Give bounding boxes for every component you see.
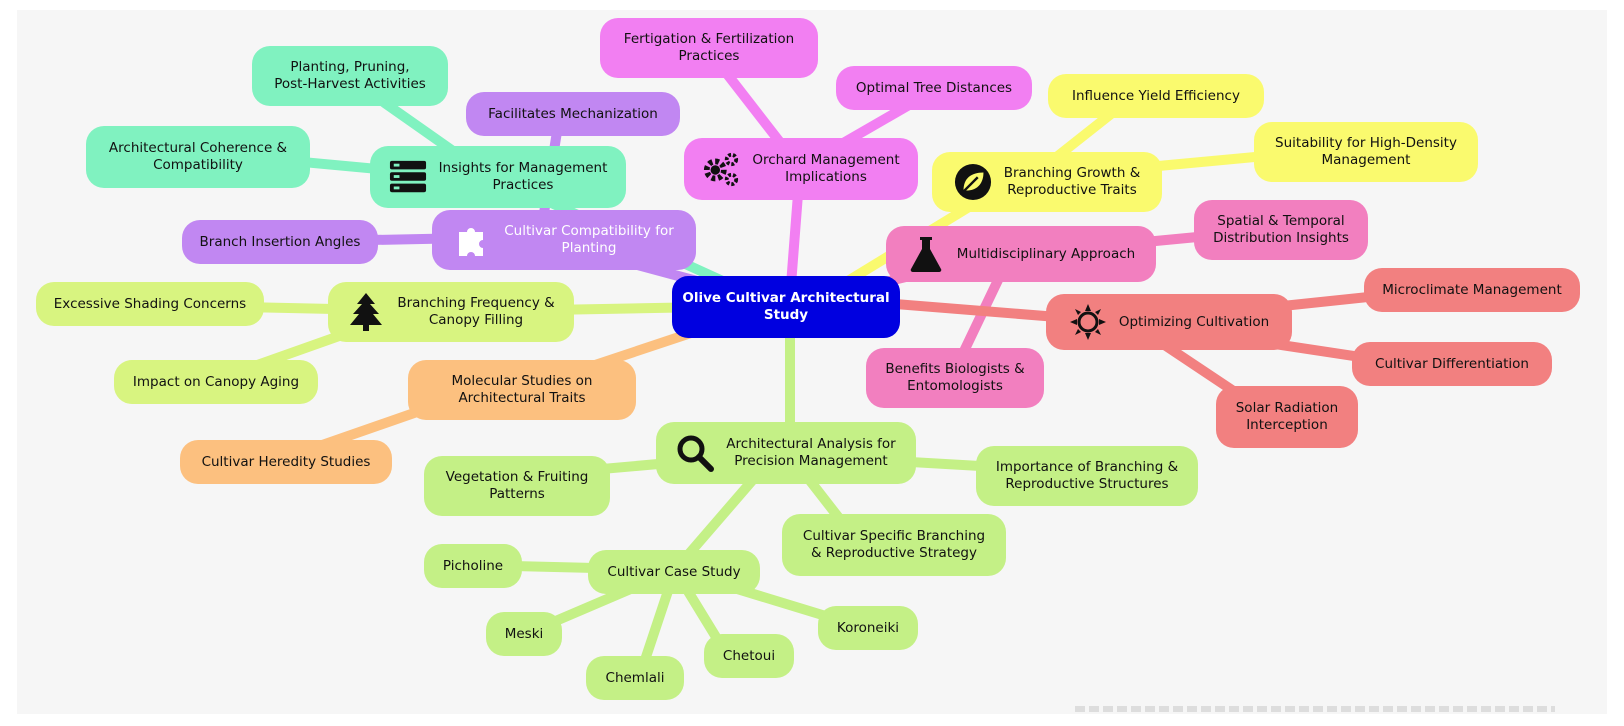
node-fertigation[interactable]: Fertigation & Fertilization Practices: [600, 18, 818, 78]
root-node[interactable]: Olive Cultivar Architectural Study: [672, 276, 900, 338]
node-label: Architectural Coherence & Compatibility: [108, 140, 288, 173]
node-label: Optimal Tree Distances: [855, 79, 1013, 96]
node-label: Branching Frequency & Canopy Filling: [397, 295, 555, 328]
node-label: Multidisciplinary Approach: [956, 245, 1136, 262]
node-chetoui[interactable]: Chetoui: [704, 634, 794, 678]
node-high-density[interactable]: Suitability for High-Density Management: [1254, 122, 1478, 182]
node-meski[interactable]: Meski: [486, 612, 562, 656]
node-label: Architectural Analysis for Precision Man…: [726, 436, 896, 469]
server-icon: [389, 158, 427, 196]
node-optimizing[interactable]: Optimizing Cultivation: [1046, 294, 1292, 350]
node-label: Branch Insertion Angles: [199, 233, 361, 250]
node-label: Koroneiki: [836, 619, 900, 636]
node-label: Insights for Management Practices: [438, 160, 608, 193]
node-label: Optimizing Cultivation: [1118, 313, 1270, 330]
node-vegetation[interactable]: Vegetation & Fruiting Patterns: [424, 456, 610, 516]
node-shading[interactable]: Excessive Shading Concerns: [36, 282, 264, 326]
node-koroneiki[interactable]: Koroneiki: [818, 606, 918, 650]
leaf-icon: [954, 163, 992, 201]
node-aging[interactable]: Impact on Canopy Aging: [114, 360, 318, 404]
node-analysis[interactable]: Architectural Analysis for Precision Man…: [656, 422, 916, 484]
node-specific[interactable]: Cultivar Specific Branching & Reproducti…: [782, 514, 1006, 576]
node-label: Spatial & Temporal Distribution Insights: [1213, 213, 1349, 246]
node-coherence[interactable]: Architectural Coherence & Compatibility: [86, 126, 310, 188]
node-label: Planting, Pruning, Post-Harvest Activiti…: [274, 59, 426, 92]
node-facilitates[interactable]: Facilitates Mechanization: [466, 92, 680, 136]
node-label: Orchard Management Implications: [752, 152, 900, 185]
gears-icon: [702, 150, 740, 188]
node-picholine[interactable]: Picholine: [424, 544, 522, 588]
node-label: Cultivar Specific Branching & Reproducti…: [802, 528, 986, 561]
node-label: Meski: [504, 625, 544, 642]
node-label: Cultivar Compatibility for Planting: [504, 223, 674, 256]
magnifier-icon: [676, 434, 715, 472]
node-label: Impact on Canopy Aging: [132, 373, 300, 390]
node-label: Suitability for High-Density Management: [1275, 135, 1457, 168]
node-spatial[interactable]: Spatial & Temporal Distribution Insights: [1194, 200, 1368, 260]
node-chemlali[interactable]: Chemlali: [586, 656, 684, 700]
node-importance[interactable]: Importance of Branching & Reproductive S…: [976, 446, 1198, 506]
node-label: Cultivar Differentiation: [1375, 355, 1529, 372]
node-biologists[interactable]: Benefits Biologists & Entomologists: [866, 348, 1044, 408]
node-label: Fertigation & Fertilization Practices: [623, 31, 795, 64]
node-label: Microclimate Management: [1382, 281, 1562, 298]
node-label: Chemlali: [605, 669, 665, 686]
node-heredity[interactable]: Cultivar Heredity Studies: [180, 440, 392, 484]
node-label: Molecular Studies on Architectural Trait…: [451, 373, 593, 406]
node-compat[interactable]: Cultivar Compatibility for Planting: [432, 210, 696, 270]
watermark: [1075, 706, 1555, 712]
node-case[interactable]: Cultivar Case Study: [588, 550, 760, 594]
node-label: Branching Growth & Reproductive Traits: [1003, 165, 1141, 198]
node-label: Cultivar Case Study: [607, 563, 741, 580]
node-label: Influence Yield Efficiency: [1072, 87, 1240, 104]
node-label: Facilitates Mechanization: [488, 105, 658, 122]
node-label: Picholine: [442, 557, 504, 574]
node-planting[interactable]: Planting, Pruning, Post-Harvest Activiti…: [252, 46, 448, 106]
node-label: Cultivar Heredity Studies: [201, 453, 371, 470]
node-molecular[interactable]: Molecular Studies on Architectural Trait…: [408, 360, 636, 420]
node-yield[interactable]: Influence Yield Efficiency: [1048, 74, 1264, 118]
node-label: Importance of Branching & Reproductive S…: [995, 459, 1179, 492]
flask-icon: [907, 235, 945, 273]
node-tree-distances[interactable]: Optimal Tree Distances: [836, 66, 1032, 110]
node-label: Excessive Shading Concerns: [53, 295, 247, 312]
node-microclimate[interactable]: Microclimate Management: [1364, 268, 1580, 312]
node-cultivar-diff[interactable]: Cultivar Differentiation: [1352, 342, 1552, 386]
puzzle-icon: [454, 221, 492, 259]
root-label: Olive Cultivar Architectural Study: [682, 290, 890, 323]
node-label: Solar Radiation Interception: [1235, 400, 1339, 433]
node-branch-angles[interactable]: Branch Insertion Angles: [182, 220, 378, 264]
node-branching-growth[interactable]: Branching Growth & Reproductive Traits: [932, 152, 1162, 212]
node-freq[interactable]: Branching Frequency & Canopy Filling: [328, 282, 574, 342]
node-insights[interactable]: Insights for Management Practices: [370, 146, 626, 208]
node-multi[interactable]: Multidisciplinary Approach: [886, 226, 1156, 282]
tree-icon: [347, 293, 385, 331]
node-solar[interactable]: Solar Radiation Interception: [1216, 386, 1358, 448]
node-label: Vegetation & Fruiting Patterns: [445, 469, 589, 502]
node-label: Benefits Biologists & Entomologists: [885, 361, 1025, 394]
sun-icon: [1069, 303, 1107, 341]
node-orchard[interactable]: Orchard Management Implications: [684, 138, 918, 200]
node-label: Chetoui: [722, 647, 776, 664]
